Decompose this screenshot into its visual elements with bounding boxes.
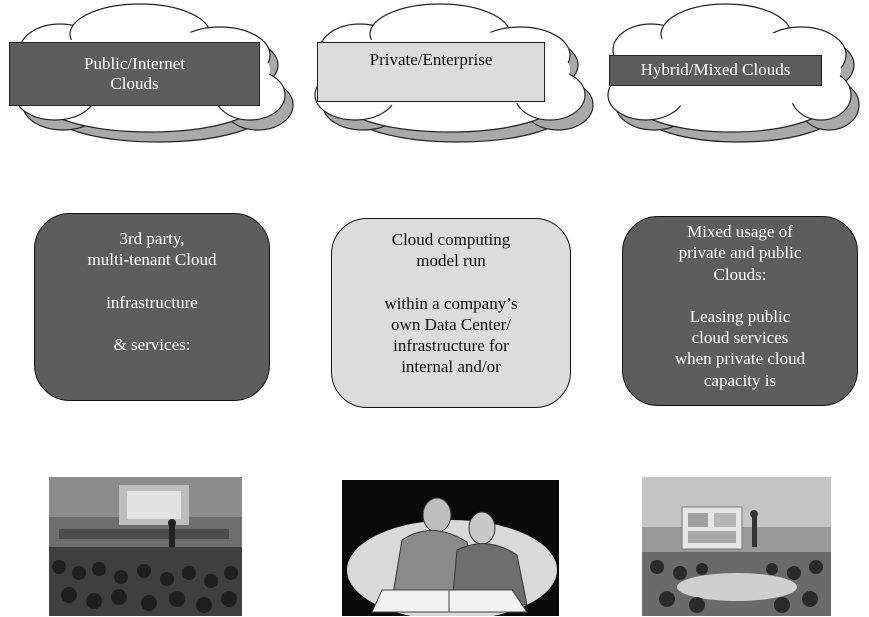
- card-line: within a company’s: [384, 293, 518, 313]
- card-private: Cloud computing model run within a compa…: [331, 218, 571, 408]
- card-line: capacity is: [703, 370, 777, 390]
- card-line: internal and/or: [401, 357, 501, 377]
- card-line: own Data Center/: [391, 314, 511, 334]
- card-line: Leasing public: [689, 306, 791, 326]
- cloud-label-line: Public/Internet: [83, 53, 186, 73]
- businessmen-clipart: [342, 480, 559, 616]
- card-line: infrastructure for: [393, 336, 509, 355]
- cloud-public: Public/Internet Clouds: [0, 0, 296, 150]
- card-line: Mixed usage of: [687, 222, 793, 241]
- card-line: when private cloud: [674, 349, 806, 369]
- cloud-label-hybrid: Hybrid/Mixed Clouds: [609, 55, 822, 86]
- card-line: Clouds:: [713, 264, 767, 284]
- cloud-label-private: Private/Enterprise: [317, 42, 545, 102]
- cloud-private: Private/Enterprise: [300, 0, 596, 150]
- cloud-label-public: Public/Internet Clouds: [9, 42, 260, 106]
- card-line: private and public: [678, 243, 802, 263]
- cloud-label-line: Hybrid/Mixed Clouds: [640, 60, 791, 80]
- card-public: 3rd party, multi-tenant Cloud infrastruc…: [34, 213, 270, 401]
- card-line: Cloud computing: [391, 230, 511, 249]
- cloud-label-line: Private/Enterprise: [369, 50, 493, 69]
- card-line: infrastructure: [106, 292, 198, 312]
- card-hybrid: Mixed usage of private and public Clouds…: [622, 216, 858, 406]
- card-line: model run: [416, 251, 486, 271]
- conference-room-photo: [49, 477, 242, 616]
- meeting-room-photo: [642, 477, 831, 616]
- card-line: cloud services: [691, 328, 789, 347]
- card-line: & services:: [113, 334, 191, 354]
- card-line: multi-tenant Cloud: [87, 250, 217, 270]
- card-line: 3rd party,: [119, 229, 185, 248]
- cloud-label-line: Clouds: [110, 74, 159, 93]
- cloud-hybrid: Hybrid/Mixed Clouds: [596, 0, 869, 150]
